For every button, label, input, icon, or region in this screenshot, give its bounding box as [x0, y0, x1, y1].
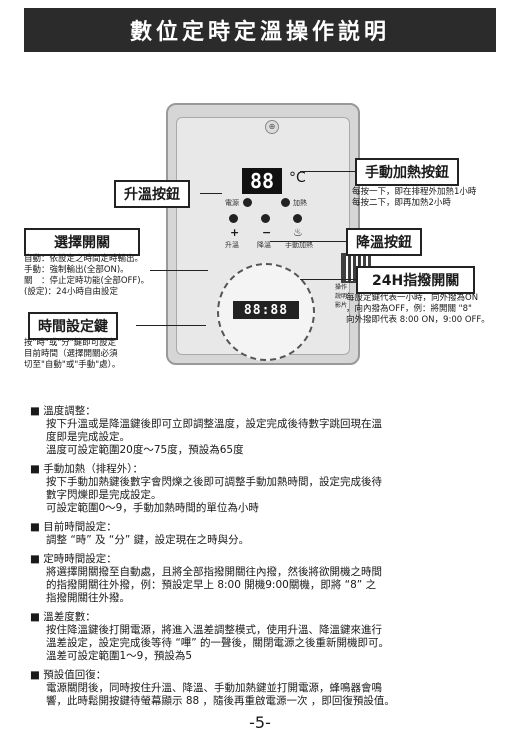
heat-icon: ♨	[293, 226, 303, 239]
select-note-4: (設定)：24小時自由設定	[24, 287, 118, 297]
section-reset: 預設值回復： 電源關閉後，同時按住升溫、降溫、手動加熱鍵並打開電源，蜂鳴器會鳴 …	[30, 669, 500, 708]
select-note-3: 關 ：停止定時功能(全部OFF)。	[24, 276, 150, 286]
select-note-1: 自動：依設定之時間定時輸出。	[24, 254, 144, 264]
section-temp-adjust: 溫度調整： 按下升溫或是降溫鍵後即可立即調整溫度，設定完成後待數字跳回現在溫 度…	[30, 405, 500, 457]
page-title: 數位定時定溫操作説明	[24, 8, 496, 52]
temp-down-label: 降溫	[257, 241, 271, 249]
heat-indicator-label: 加熱	[293, 199, 307, 207]
time-set-callout: 時間設定鍵	[28, 312, 118, 340]
section-temp-diff: 溫差度數： 按住降溫鍵後打開電源，將進入溫差調整模式，使用升溫、降溫鍵來進行 溫…	[30, 611, 500, 663]
time-note-2: 目前時間（選擇開關必須	[24, 349, 118, 359]
heat-led-icon	[281, 198, 290, 207]
temp-up-button[interactable]	[229, 214, 238, 223]
dial-24h-callout: 24H指撥開關	[356, 266, 476, 294]
screw-icon: ⊕	[265, 120, 279, 134]
manual-heat-button[interactable]	[293, 214, 302, 223]
manual-heat-note-1: 每按一下，即在排程外加熱1小時	[352, 187, 477, 197]
minus-icon: −	[262, 226, 272, 239]
time-note-3: 切至"自動"或"手動"處）。	[24, 360, 121, 370]
power-led-icon	[243, 198, 252, 207]
manual-heat-label: 手動加熱	[285, 241, 313, 249]
dial-note-3: 向外撥即代表 8:00 ON，9:00 OFF。	[346, 315, 490, 325]
manual-heat-callout: 手動加熱按鈕	[355, 158, 459, 186]
dial-note-2: ，向內撥為OFF，例：將開關 "8"	[346, 304, 472, 314]
time-note-1: 按"時"或"分"鍵即可設定	[24, 338, 117, 348]
timer-dial[interactable]: 88:88	[217, 263, 315, 361]
temp-up-callout: 升溫按鈕	[114, 180, 190, 208]
section-schedule: 定時時間設定： 將選擇開關撥至自動處，且將全部指撥開關往內撥，然後將欲開機之時間…	[30, 553, 500, 605]
timer-display: 88:88	[233, 301, 299, 319]
manual-heat-note-2: 每按二下，即再加熱2小時	[352, 198, 451, 208]
dial-note-1: 每設定鍵代表一小時，向外撥為ON	[346, 293, 479, 303]
section-manual-heat: 手動加熱（排程外）： 按下手動加熱鍵後數字會閃爍之後即可調整手動加熱時間，設定完…	[30, 463, 500, 515]
section-current-time: 目前時間設定： 調整 “時” 及 “分” 鍵，設定現在之時與分。	[30, 521, 500, 547]
thermostat-device: ⊕ 88 °C 電源 加熱 + − ♨ 升溫 降溫 手動加熱 操作說明影片 88…	[166, 103, 371, 365]
device-panel: ⊕ 88 °C 電源 加熱 + − ♨ 升溫 降溫 手動加熱 操作說明影片 88…	[176, 117, 371, 361]
plus-icon: +	[230, 226, 240, 239]
temp-down-button[interactable]	[261, 214, 270, 223]
celsius-unit: °C	[289, 170, 306, 186]
temperature-display: 88	[242, 168, 282, 194]
select-note-2: 手動：強制輸出(全部ON)。	[24, 265, 129, 275]
power-indicator-label: 電源	[225, 199, 239, 207]
select-switch-callout: 選擇開關	[24, 228, 140, 256]
qr-label: 操作說明影片	[335, 284, 348, 309]
instruction-sections: 溫度調整： 按下升溫或是降溫鍵後即可立即調整溫度，設定完成後待數字跳回現在溫 度…	[30, 405, 500, 714]
page-number: -5-	[249, 713, 271, 732]
temp-down-callout: 降溫按鈕	[346, 228, 422, 256]
temp-up-label: 升溫	[225, 241, 239, 249]
